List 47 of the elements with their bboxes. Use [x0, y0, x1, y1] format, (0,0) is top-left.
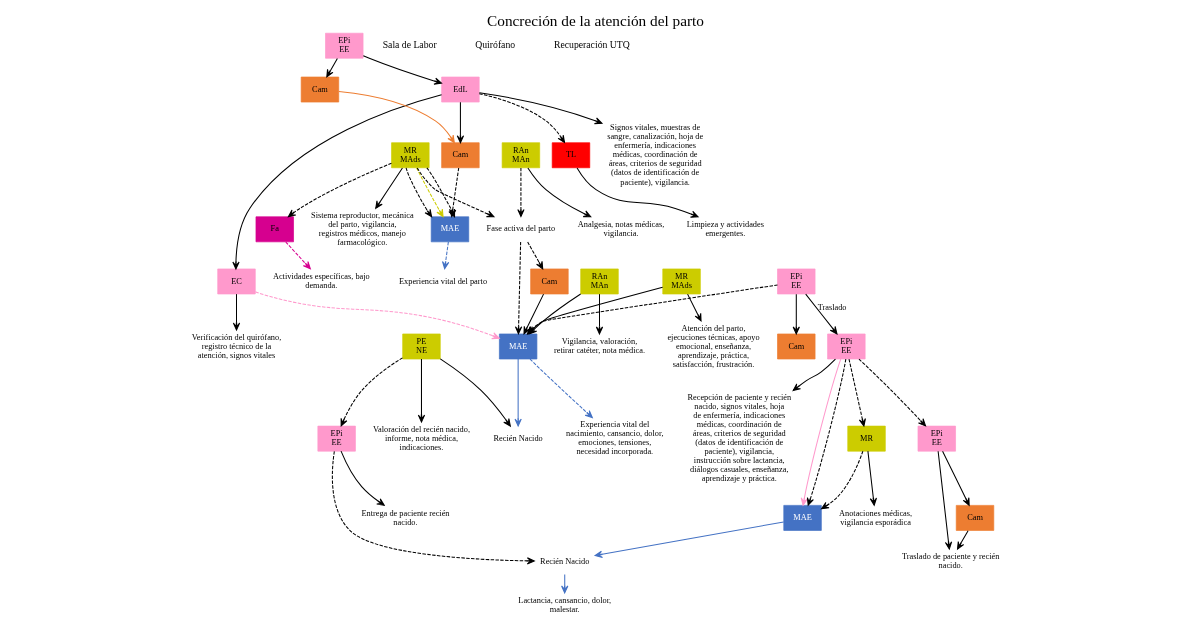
diagram-title: Concreción de la atención del parto — [486, 11, 704, 29]
label: Quirófano — [474, 39, 515, 51]
arrow — [804, 293, 837, 335]
arrow — [806, 358, 846, 506]
arrow — [284, 241, 311, 270]
arrow — [866, 450, 877, 506]
arrow — [325, 57, 338, 78]
arrow — [374, 167, 403, 209]
arrow — [456, 101, 464, 144]
arrow — [362, 55, 442, 85]
arrow — [526, 167, 591, 218]
arrow — [478, 93, 565, 144]
arrow — [514, 358, 522, 427]
arrow — [337, 90, 455, 144]
arrow — [478, 92, 602, 125]
arrow — [595, 293, 603, 335]
arrow — [405, 167, 432, 218]
arrow — [340, 450, 385, 506]
arrow — [820, 450, 863, 510]
arrow — [848, 358, 866, 427]
arrow — [331, 450, 535, 565]
label: Recuperación UTQ — [553, 39, 630, 51]
arrow — [792, 358, 836, 392]
arrow — [560, 573, 568, 594]
arrow — [686, 293, 702, 322]
arrow — [792, 293, 800, 335]
arrow — [415, 167, 444, 218]
arrow — [340, 357, 403, 427]
arrow — [526, 241, 543, 270]
arrow — [576, 167, 699, 218]
arrow — [941, 450, 970, 506]
arrow — [417, 358, 425, 423]
arrow — [857, 358, 926, 427]
arrow — [594, 521, 784, 558]
arrow — [956, 530, 969, 550]
arrow — [231, 94, 442, 270]
arrow — [287, 162, 392, 218]
arrow — [529, 358, 593, 419]
arrow — [439, 358, 511, 427]
label: Sala de Labor — [382, 39, 437, 51]
arrow — [254, 291, 500, 340]
arrow — [514, 241, 522, 335]
arrow — [516, 167, 525, 218]
arrow — [441, 241, 449, 270]
arrow — [232, 293, 240, 331]
arrow — [800, 358, 841, 506]
arrow — [937, 450, 952, 550]
